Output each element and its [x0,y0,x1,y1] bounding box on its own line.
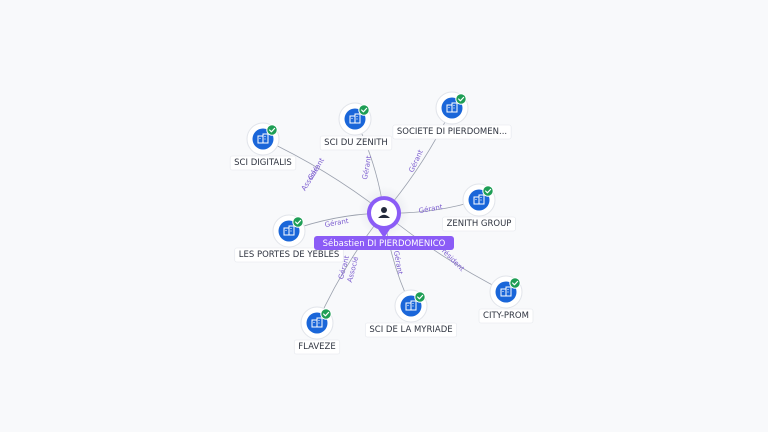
relation-label: Gérant [392,250,404,275]
company-node[interactable] [338,102,372,136]
company-label-bg [392,124,512,140]
company-node[interactable] [246,122,280,156]
person-icon [378,207,390,218]
company-node[interactable] [394,289,428,323]
company-label-bg [234,247,344,263]
verified-check-icon [320,308,332,320]
verified-check-icon [292,216,304,228]
company-node[interactable] [272,214,306,248]
building-icon [473,194,485,205]
company-label-bg [293,339,341,355]
building-icon [405,300,417,311]
center-label-bg [314,236,454,250]
company-nodes-layer: SCI DIGITALIS SCI DU ZENITH SOCIETE DI PIE… [229,91,534,355]
center-person-node[interactable]: Sébastien DI PIERDOMENICO [314,186,454,250]
company-label: SCI DIGITALIS [234,158,292,168]
verified-check-icon [455,93,467,105]
verified-check-icon [266,124,278,136]
verified-check-icon [414,291,426,303]
building-icon [283,225,295,236]
company-label: SCI DU ZENITH [324,138,388,148]
company-label: FLAVEZE [298,342,335,352]
relation-label: Associé [300,166,321,193]
company-label-bg [478,308,534,324]
company-label: ZENITH GROUP [447,219,512,229]
verified-check-icon [509,277,521,289]
building-icon [311,317,323,328]
company-label-bg [229,155,297,171]
building-icon [349,113,361,124]
company-label-bg [319,135,393,151]
company-node[interactable] [489,275,523,309]
building-icon [500,286,512,297]
company-node[interactable] [300,306,334,340]
company-label: SOCIETE DI PIERDOMEN... [397,127,507,137]
building-icon [446,102,458,113]
company-label: CITY-PROM [483,311,529,321]
relation-label: Gérant [324,217,349,229]
verified-check-icon [358,104,370,116]
company-label: SCI DE LA MYRIADE [369,325,452,335]
relation-label: Gérant [361,155,373,180]
building-icon [257,133,269,144]
verified-check-icon [482,185,494,197]
company-label: LES PORTES DE YEBLES [239,250,339,260]
center-label: Sébastien DI PIERDOMENICO [323,238,446,249]
company-node[interactable] [462,183,496,217]
relation-label: Gérant [418,203,443,215]
company-node[interactable] [435,91,469,125]
company-label-bg [365,322,457,338]
company-label-bg [442,216,516,232]
